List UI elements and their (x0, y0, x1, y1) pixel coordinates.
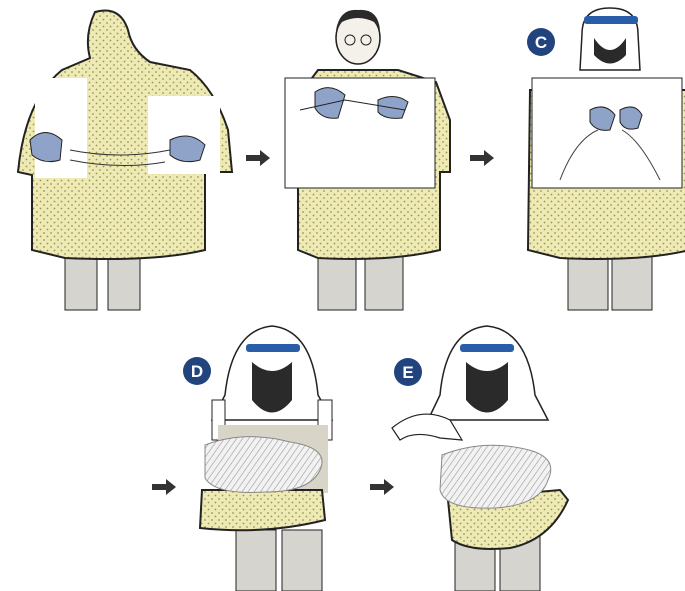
right-arrow-icon (470, 150, 494, 166)
face-shield-band (460, 344, 514, 352)
step-d-figure (200, 326, 332, 591)
step-d-gown (200, 490, 325, 530)
face-shield-band (584, 16, 638, 24)
step-c-figure (528, 8, 685, 310)
right-arrow-icon (370, 479, 394, 495)
right-arrow-icon (152, 479, 176, 495)
svg-text:C: C (535, 33, 547, 52)
right-arrow-icon (246, 150, 270, 166)
step-badge-c: C (527, 28, 555, 56)
step-badge-d: D (183, 357, 211, 385)
step-a-figure (18, 10, 232, 310)
face-shield-band (246, 344, 300, 352)
step-b-figure (285, 10, 450, 310)
svg-text:D: D (191, 362, 203, 381)
step-b-inner-gown (285, 78, 435, 188)
step-d-rolled-gown (205, 437, 322, 493)
step-c-head (580, 8, 640, 70)
step-badge-e: E (394, 358, 422, 386)
svg-text:E: E (402, 363, 413, 382)
step-b-head (336, 10, 380, 64)
step-a-right-hand (148, 96, 220, 174)
step-c-inner-gown (532, 78, 682, 188)
step-a-left-hand (30, 78, 87, 178)
